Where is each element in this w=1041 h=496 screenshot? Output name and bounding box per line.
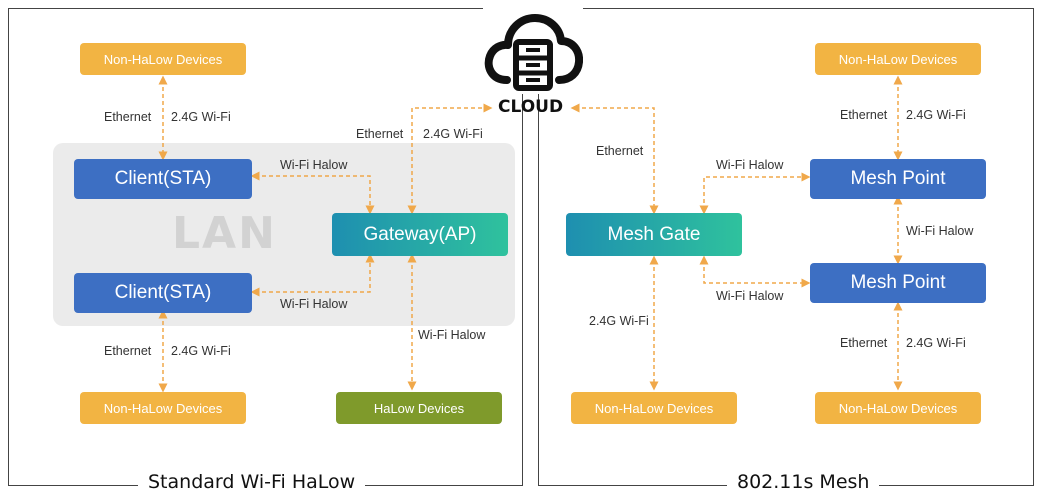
link-cloud-mesh-gate	[570, 103, 659, 215]
mesh-point-bottom: Mesh Point	[810, 263, 986, 303]
non-halow-devices-top-right: Non-HaLow Devices	[815, 43, 981, 75]
non-halow-devices-bottom-left: Non-HaLow Devices	[80, 392, 246, 424]
mesh-point-top: Mesh Point	[810, 159, 986, 199]
label-left-bottom-wifi: 2.4G Wi-Fi	[171, 344, 231, 358]
lan-label: LAN	[172, 208, 277, 259]
label-left-gw-wifi: 2.4G Wi-Fi	[423, 127, 483, 141]
left-panel-title: Standard Wi-Fi HaLow	[138, 471, 366, 493]
non-halow-devices-bottom-right: Non-HaLow Devices	[815, 392, 981, 424]
label-left-halow-top: Wi-Fi Halow	[280, 158, 348, 172]
label-right-gate-wifi: 2.4G Wi-Fi	[589, 314, 649, 328]
label-left-halow-bottom: Wi-Fi Halow	[280, 297, 348, 311]
cloud-server-icon	[483, 8, 584, 94]
label-right-halow-top: Wi-Fi Halow	[716, 158, 784, 172]
label-right-bottom-wifi: 2.4G Wi-Fi	[906, 336, 966, 350]
gateway-ap: Gateway(AP)	[332, 213, 508, 256]
link-gateway-cloud	[407, 103, 493, 215]
label-left-bottom-ethernet: Ethernet	[104, 344, 152, 358]
label-right-top-wifi: 2.4G Wi-Fi	[906, 108, 966, 122]
cloud-label: CLOUD	[498, 97, 564, 117]
client-sta-top: Client(STA)	[74, 159, 252, 199]
non-halow-devices-top-left: Non-HaLow Devices	[80, 43, 246, 75]
label-right-bottom-ethernet: Ethernet	[840, 336, 888, 350]
halow-devices: HaLow Devices	[336, 392, 502, 424]
label-left-top-wifi: 2.4G Wi-Fi	[171, 110, 231, 124]
client-sta-bottom: Client(STA)	[74, 273, 252, 313]
right-panel-title: 802.11s Mesh	[727, 471, 880, 493]
non-halow-devices-bottom-middle: Non-HaLow Devices	[571, 392, 737, 424]
link-gate-mesh-bottom	[699, 255, 811, 288]
label-left-gw-ethernet: Ethernet	[356, 127, 404, 141]
label-right-halow-mid: Wi-Fi Halow	[906, 224, 974, 238]
label-right-halow-bottom: Wi-Fi Halow	[716, 289, 784, 303]
label-left-top-ethernet: Ethernet	[104, 110, 152, 124]
link-client-bottom-gateway	[250, 253, 375, 297]
label-right-gate-ethernet: Ethernet	[596, 144, 644, 158]
label-left-halow-down: Wi-Fi Halow	[418, 328, 486, 342]
label-right-top-ethernet: Ethernet	[840, 108, 888, 122]
link-client-top-gateway	[250, 171, 375, 215]
mesh-gate: Mesh Gate	[566, 213, 742, 256]
link-gate-mesh-top	[699, 172, 811, 215]
